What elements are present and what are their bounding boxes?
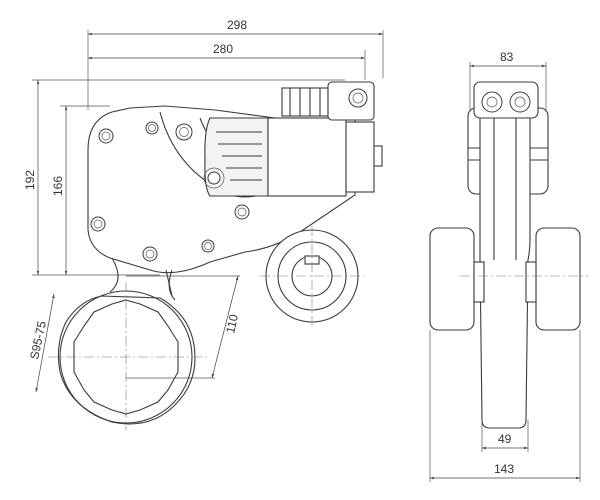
bolt-hole	[234, 204, 250, 220]
dimension-83: 83	[469, 50, 547, 110]
dimension-s95-75: S95-75	[27, 293, 55, 393]
swivel-coupler	[281, 81, 375, 121]
hydraulic-cylinder	[203, 117, 383, 197]
coupler-front	[473, 81, 539, 119]
dim-83-label: 83	[500, 50, 514, 64]
right-roller	[535, 227, 581, 331]
bolt-hole	[98, 128, 114, 144]
bolt-hole	[142, 246, 158, 262]
bolt-hole	[145, 121, 159, 135]
dimension-192: 192	[23, 79, 345, 276]
dimension-298: 298	[87, 18, 384, 110]
dim-110-label: 110	[223, 313, 241, 335]
left-roller	[429, 227, 475, 331]
bolt-hole	[90, 216, 106, 232]
reaction-lobe	[109, 257, 176, 301]
hex-link	[48, 269, 210, 430]
dim-166-label: 166	[51, 176, 65, 196]
center-plate	[479, 117, 531, 429]
dim-298-label: 298	[227, 18, 247, 32]
dimension-143: 143	[429, 330, 581, 482]
dimension-49: 49	[481, 420, 529, 452]
side-view: 298 280 192 166	[23, 18, 384, 430]
dim-49-label: 49	[498, 432, 512, 446]
dim-192-label: 192	[23, 170, 37, 190]
dimension-110: 110	[126, 275, 241, 379]
dimension-280: 280	[88, 42, 366, 80]
bolt-hole	[201, 239, 215, 253]
front-view: 83 49	[429, 50, 588, 482]
drive-ring	[260, 226, 364, 326]
dim-143-label: 143	[494, 462, 514, 476]
bolt-hole	[175, 123, 193, 141]
dim-280-label: 280	[213, 42, 233, 56]
dimension-166: 166	[51, 105, 110, 275]
